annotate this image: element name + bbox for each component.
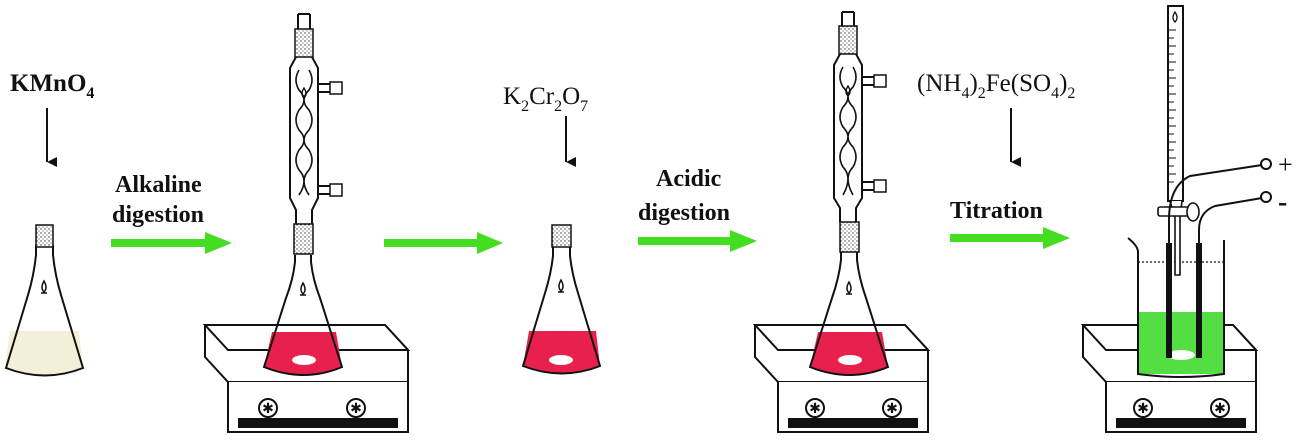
green-arrow-1 [111,232,232,254]
green-arrow-4 [950,227,1070,249]
terminal-plus-label: + [1278,150,1293,179]
wire-plus [1168,164,1263,243]
green-arrow-2 [384,232,503,254]
condenser-1 [289,13,343,224]
beaker-body [1127,237,1225,378]
hotplate-3-base-strip [1116,418,1246,428]
hotplate-3-knob-left-mark: ✱ [1137,401,1149,417]
flask-initial-marking [41,279,47,294]
hotplate-1-knob-right [346,398,366,418]
terminal-plus [1260,158,1272,170]
flask-initial-stopper [35,224,54,248]
terminal-minus-label: - [1278,187,1287,218]
flask-initial-body [4,245,85,377]
terminal-minus [1260,191,1272,203]
beaker-green-solution [1139,312,1223,374]
digestion-station-2: ✱ ✱ [752,11,931,433]
stir-bar-3 [838,355,862,365]
hotplate-1-knob-left-mark: ✱ [262,401,274,417]
titration-step-label: Titration [950,198,1043,224]
flask-intermediate [521,224,602,375]
condenser-2-outlet [873,74,887,88]
hotplate-3-knob-right [1210,398,1230,418]
hotplate-2-knob-left-mark: ✱ [809,401,821,417]
alkaline-step-label-line1: Alkaline [115,172,202,198]
flask-2-marking [846,280,852,295]
hotplate-3-knob-right-mark: ✱ [1214,401,1226,417]
condenser-2-top-stopper [838,25,858,55]
flask-1-marking [300,281,306,296]
hotplate-1-knob-left [258,398,278,418]
hotplate-1-knob-right-mark: ✱ [350,401,362,417]
electrode-left [1166,243,1172,358]
flask-intermediate-marking [558,278,564,293]
flask-1-stopper [293,223,314,255]
flask-2-body [808,250,890,376]
condenser-1-outlet [329,81,343,95]
condenser-2-inlet [873,179,887,193]
acidic-step-label-line1: Acidic [656,166,722,192]
reagent-k2cr2o7-label: K2Cr2O7 [503,83,588,115]
acidic-step-label-line2: digestion [638,200,730,226]
hotplate-3-knob-left [1133,398,1153,418]
flask-1-body [262,255,344,376]
flask-2-solution [810,332,888,375]
flask-intermediate-solution [523,331,600,374]
flask-intermediate-stopper [551,224,572,248]
electrode-right [1196,243,1202,358]
flask-initial-solution [5,331,83,376]
flask-intermediate-body [521,245,602,375]
condenser-1-top-stopper [294,28,314,58]
hotplate-2-base-strip [788,418,918,428]
burette-tube [1167,5,1184,202]
condenser-1-inlet [329,183,343,197]
stir-bar-2 [549,355,573,365]
hotplate-2-knob-right-mark: ✱ [886,401,898,417]
condenser-2 [833,11,887,222]
stir-bar-4 [1167,350,1195,360]
hotplate-2-knob-left [805,398,825,418]
reagent-kmno4-label: KMnO4 [10,70,94,102]
flask-1-solution [264,332,342,375]
flask-initial [4,224,85,377]
alkaline-step-label-line2: digestion [112,202,204,228]
flask-2-stopper [839,221,860,253]
burette-graduations [1169,29,1176,183]
hotplate-2-knob-right [882,398,902,418]
reagent-fas-label: (NH4)2Fe(SO4)2 [917,70,1075,102]
titration-station: ✱ ✱ + - [1080,5,1293,433]
stir-bar-1 [292,355,316,365]
stopcock-handle [1186,202,1200,222]
digestion-station-1: ✱ ✱ [202,13,411,433]
wire-minus [1198,197,1263,243]
process-arrows [111,227,1070,254]
hotplate-1-base-strip [238,418,398,428]
green-arrow-3 [638,230,757,252]
